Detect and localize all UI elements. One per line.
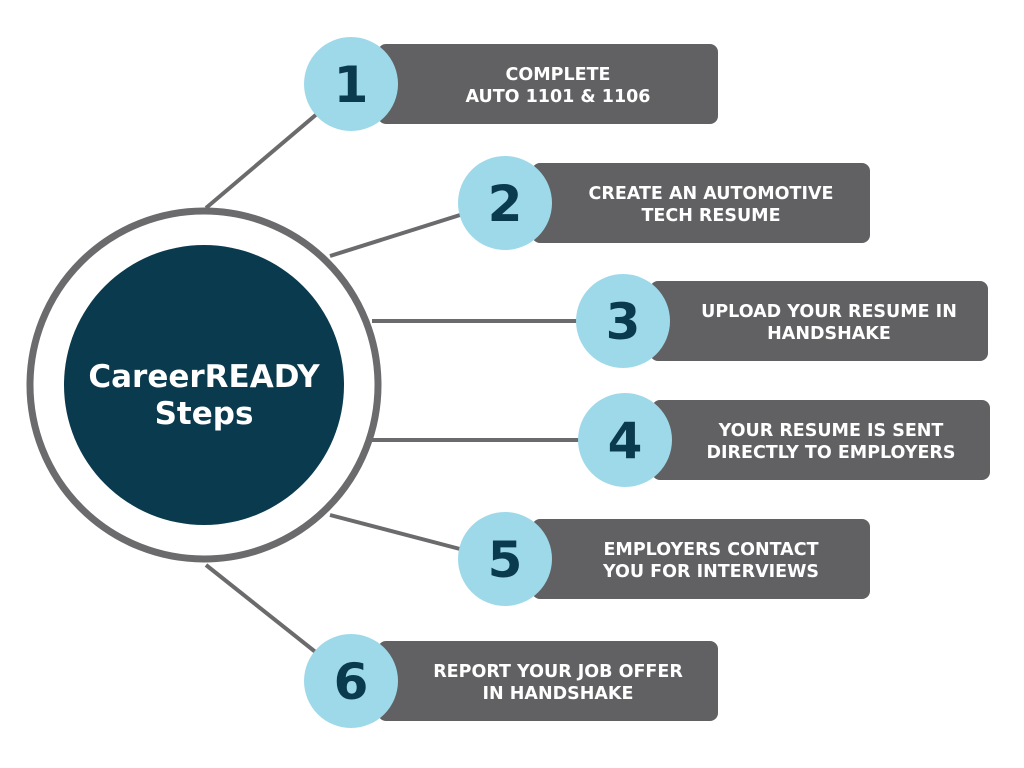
step-5-bar xyxy=(532,519,870,599)
step-4-bar xyxy=(652,400,990,480)
connector-line-2 xyxy=(329,213,461,258)
step-6-bar xyxy=(378,641,718,721)
center-disk xyxy=(64,245,344,525)
step-1-badge xyxy=(304,37,398,131)
step-2-badge xyxy=(458,156,552,250)
step-6-label-line-1: REPORT YOUR JOB OFFER xyxy=(433,662,683,682)
center-title-line-1: CareerREADY xyxy=(88,359,320,395)
step-1-label-line-2: AUTO 1101 & 1106 xyxy=(466,87,651,107)
step-5-label-line-1: EMPLOYERS CONTACT xyxy=(603,540,818,560)
step-4-label-line-1: YOUR RESUME IS SENT xyxy=(718,421,944,441)
step-4-badge xyxy=(578,393,672,487)
step-2-label-line-1: CREATE AN AUTOMOTIVE xyxy=(589,184,834,204)
step-1-bar xyxy=(378,44,718,124)
step-2-bar xyxy=(532,163,870,243)
step-6-number: 6 xyxy=(334,653,369,711)
connector-line-5 xyxy=(329,513,461,551)
step-5-badge xyxy=(458,512,552,606)
step-2-label-line-2: TECH RESUME xyxy=(641,206,780,226)
step-3-label-line-1: UPLOAD YOUR RESUME IN xyxy=(701,302,957,322)
connector-line-6 xyxy=(204,563,320,656)
step-4-label-line-2: DIRECTLY TO EMPLOYERS xyxy=(706,443,955,463)
step-6-badge xyxy=(304,634,398,728)
step-3-bar xyxy=(650,281,988,361)
step-1-number: 1 xyxy=(334,56,369,114)
step-5-label-line-2: YOU FOR INTERVIEWS xyxy=(602,562,819,582)
step-3-number: 3 xyxy=(606,293,641,351)
step-1-label-line-1: COMPLETE xyxy=(506,65,611,85)
step-4-number: 4 xyxy=(608,412,643,470)
connector-line-1 xyxy=(204,111,320,210)
center-title-line-2: Steps xyxy=(155,396,254,432)
step-2-number: 2 xyxy=(488,175,523,233)
connector-lines xyxy=(204,111,580,656)
step-3-badge xyxy=(576,274,670,368)
step-3-label-line-2: HANDSHAKE xyxy=(767,324,891,344)
step-5-number: 5 xyxy=(488,531,523,589)
center-hub: CareerREADY Steps xyxy=(26,207,382,563)
step-6-label-line-2: IN HANDSHAKE xyxy=(483,684,634,704)
